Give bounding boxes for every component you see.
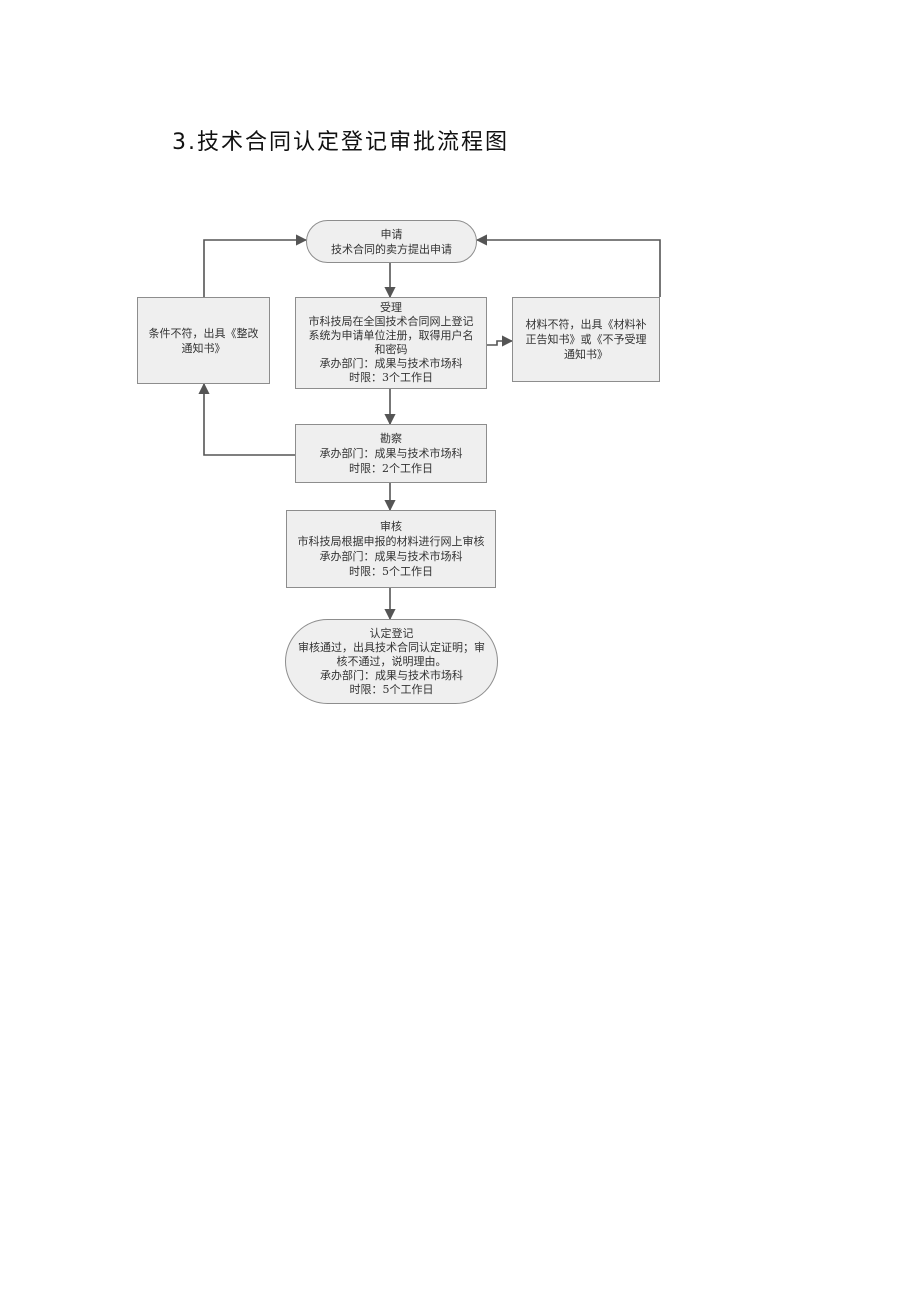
node-apply-title: 申请 — [380, 227, 403, 241]
arrow-inspect-to-reject-left — [198, 382, 295, 456]
node-inspect: 勘察 承办部门：成果与技术市场科 时限：2个工作日 — [295, 424, 487, 483]
node-inspect-title: 勘察 — [380, 432, 402, 445]
page-title: 3.技术合同认定登记审批流程图 — [172, 130, 509, 155]
node-register-text-2: 核不通过，说明理由。 — [336, 654, 447, 668]
node-review: 审核 市科技局根据申报的材料进行网上审核 承办部门：成果与技术市场科 时限：5个… — [286, 510, 496, 588]
node-register: 认定登记 审核通过，出具技术合同认定证明；审 核不通过，说明理由。 承办部门：成… — [285, 619, 498, 704]
node-accept: 受理 市科技局在全国技术合同网上登记 系统为申请单位注册，取得用户名 和密码 承… — [295, 297, 487, 389]
node-register-title: 认定登记 — [369, 626, 414, 640]
node-review-text: 市科技局根据申报的材料进行网上审核 — [297, 535, 485, 548]
node-review-dept: 承办部门：成果与技术市场科 — [319, 550, 463, 563]
node-accept-title: 受理 — [380, 301, 402, 314]
arrow-reject-right-to-apply — [475, 234, 661, 297]
node-reject-right-text-3: 通知书》 — [564, 348, 608, 361]
node-register-time: 时限：5个工作日 — [349, 682, 434, 696]
node-reject-left: 条件不符，出具《整改 通知书》 — [137, 297, 270, 384]
node-accept-time: 时限：3个工作日 — [349, 371, 433, 384]
node-inspect-dept: 承办部门：成果与技术市场科 — [319, 447, 463, 460]
node-review-title: 审核 — [380, 520, 402, 533]
node-review-time: 时限：5个工作日 — [349, 565, 433, 578]
node-reject-left-text-2: 通知书》 — [181, 341, 226, 355]
node-apply-text: 技术合同的卖方提出申请 — [331, 242, 452, 256]
node-accept-text-2: 系统为申请单位注册，取得用户名 — [308, 329, 474, 342]
node-reject-right-text-2: 正告知书》或《不予受理 — [525, 333, 647, 346]
node-accept-text-3: 和密码 — [374, 343, 408, 356]
node-reject-right: 材料不符，出具《材料补 正告知书》或《不予受理 通知书》 — [512, 297, 660, 382]
node-apply: 申请 技术合同的卖方提出申请 — [306, 220, 477, 263]
node-register-dept: 承办部门：成果与技术市场科 — [320, 668, 463, 682]
node-accept-text-1: 市科技局在全国技术合同网上登记 — [308, 315, 474, 328]
node-inspect-time: 时限：2个工作日 — [349, 462, 433, 475]
arrow-accept-to-reject-right — [487, 335, 514, 347]
arrow-reject-left-to-apply — [203, 234, 308, 297]
node-accept-dept: 承办部门：成果与技术市场科 — [319, 357, 463, 370]
node-reject-left-text-1: 条件不符，出具《整改 — [148, 326, 259, 340]
node-register-text-1: 审核通过，出具技术合同认定证明；审 — [298, 640, 485, 654]
node-reject-right-text-1: 材料不符，出具《材料补 — [525, 318, 647, 331]
